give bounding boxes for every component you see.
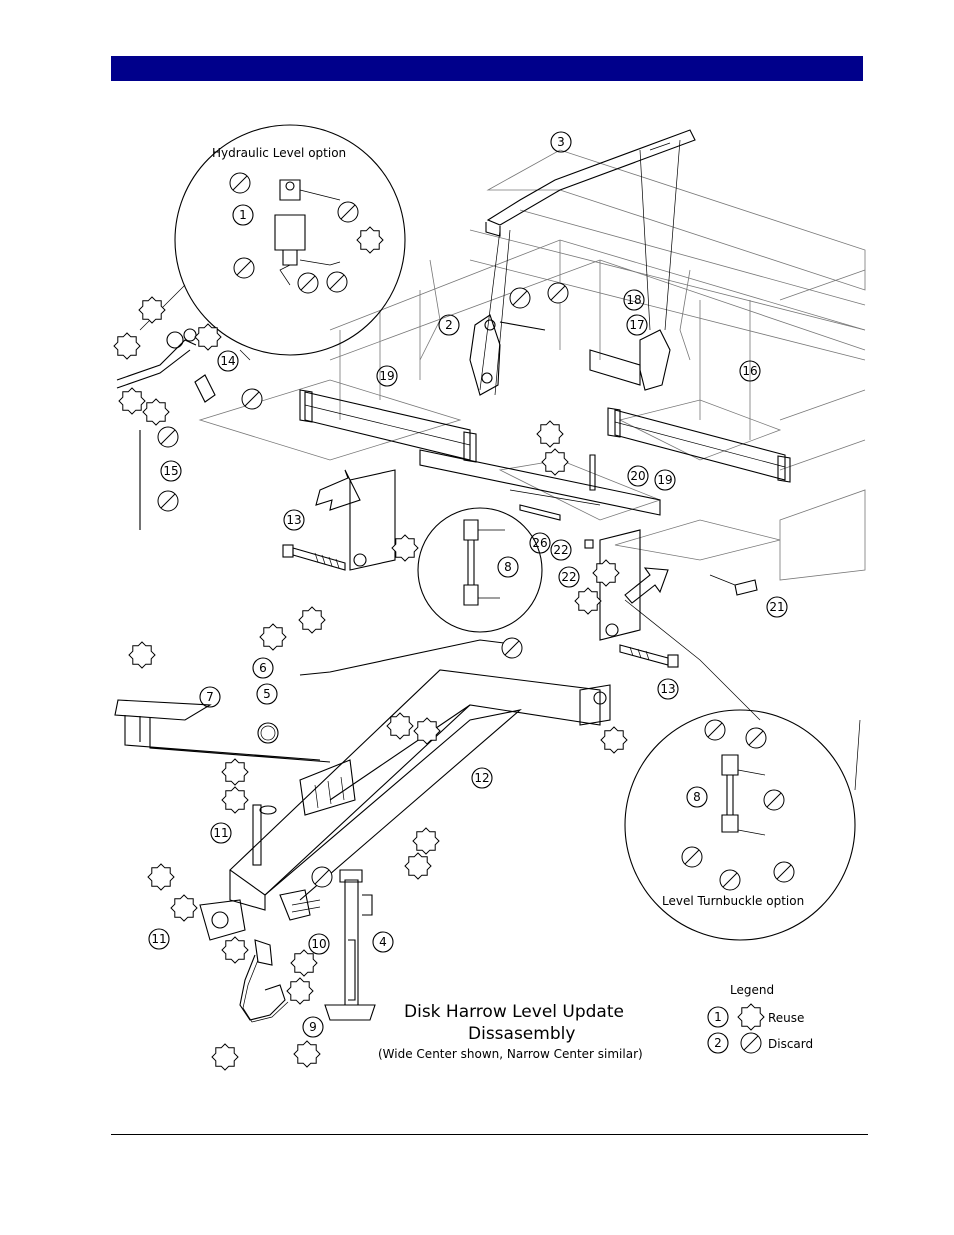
svg-text:17: 17 [629,318,644,332]
callout-20: 20 [627,465,649,487]
hydraulic-option-label: Hydraulic Level option [212,146,346,160]
svg-text:26: 26 [532,536,547,550]
callout-18: 18 [623,289,645,311]
svg-text:1: 1 [239,208,247,222]
center-bar [419,449,661,516]
callout-19b: 19 [654,469,676,491]
bolt-cluster-center [519,454,758,596]
diagram-title-line1: Disk Harrow Level Update [404,1002,624,1022]
diagram-title-line2: Dissasembly [468,1024,575,1044]
svg-text:8: 8 [693,790,701,804]
svg-text:21: 21 [769,600,784,614]
svg-text:11: 11 [213,826,228,840]
svg-text:10: 10 [311,937,326,951]
drawbar [229,669,611,911]
callout-21: 21 [766,596,788,618]
callout-10: 10 [308,933,330,955]
legend-title: Legend [730,983,774,997]
hydraulic-level-inset [139,124,406,361]
callout-9: 9 [302,1016,324,1038]
jack [324,869,376,1021]
link-2 [469,314,671,396]
svg-text:5: 5 [263,687,271,701]
diagram-subtitle: (Wide Center shown, Narrow Center simila… [378,1047,643,1061]
svg-text:4: 4 [379,935,387,949]
svg-text:2: 2 [714,1036,722,1050]
legend-discard-number: 2 [707,1032,729,1054]
callout-26: 26 [529,532,551,554]
callout-2: 2 [438,314,460,336]
callout-5: 5 [256,683,278,705]
callout-16: 16 [739,360,761,382]
turnbuckle-option-label: Level Turnbuckle option [662,894,804,908]
callout-14: 14 [217,350,239,372]
svg-text:13: 13 [660,682,675,696]
turnbuckle-inset [624,599,861,941]
legend-discard-icon [740,1032,762,1054]
callout-12: 12 [471,767,493,789]
legend-reuse-icon [737,1003,765,1031]
header-band [111,56,863,81]
callout-15: 15 [160,460,182,482]
callout-11b: 11 [148,928,170,950]
svg-text:2: 2 [445,318,453,332]
hitch-arm [479,129,696,396]
legend-discard-label: Discard [768,1037,813,1051]
svg-text:15: 15 [163,464,178,478]
leveling-bar-right [607,407,791,483]
safety-chain [239,939,289,1023]
callout-22b: 22 [558,566,580,588]
callout-4: 4 [372,931,394,953]
legend-reuse-label: Reuse [768,1011,804,1025]
svg-text:9: 9 [309,1020,317,1034]
svg-text:16: 16 [742,364,757,378]
svg-text:19: 19 [379,369,394,383]
callout-1: 1 [232,204,254,226]
svg-text:7: 7 [206,690,214,704]
svg-text:3: 3 [557,135,565,149]
arrow-right [624,567,669,604]
hose-ring [257,722,279,744]
hydraulic-rod-left [116,328,216,530]
callout-19a: 19 [376,365,398,387]
callout-17: 17 [626,314,648,336]
svg-text:11: 11 [151,932,166,946]
callout-8: 8 [497,556,519,578]
reuse-markers [113,226,628,1071]
svg-text:6: 6 [259,661,267,675]
legend-reuse-number: 1 [707,1006,729,1028]
leveling-bar-left [299,389,477,463]
callout-8b: 8 [686,786,708,808]
callout-13a: 13 [283,509,305,531]
bolt-13-right [619,644,679,668]
callout-13b: 13 [657,678,679,700]
hose-holder [114,639,521,763]
svg-text:19: 19 [657,473,672,487]
callout-11a: 11 [210,822,232,844]
callout-3: 3 [550,131,572,153]
svg-text:22: 22 [561,570,576,584]
svg-text:20: 20 [630,469,645,483]
callout-6: 6 [252,657,274,679]
svg-text:22: 22 [553,543,568,557]
bolt-13-left [282,544,346,571]
svg-text:14: 14 [220,354,235,368]
svg-text:1: 1 [714,1010,722,1024]
mount-right [599,529,641,641]
svg-text:18: 18 [626,293,641,307]
arrow-left [315,469,361,511]
callout-22a: 22 [550,539,572,561]
svg-text:13: 13 [286,513,301,527]
hitch-clevis [199,804,321,941]
svg-text:12: 12 [474,771,489,785]
mount-left [349,469,396,571]
svg-text:8: 8 [504,560,512,574]
callout-7: 7 [199,686,221,708]
center-turnbuckle-inset [417,507,543,633]
footer-rule [111,1134,868,1135]
